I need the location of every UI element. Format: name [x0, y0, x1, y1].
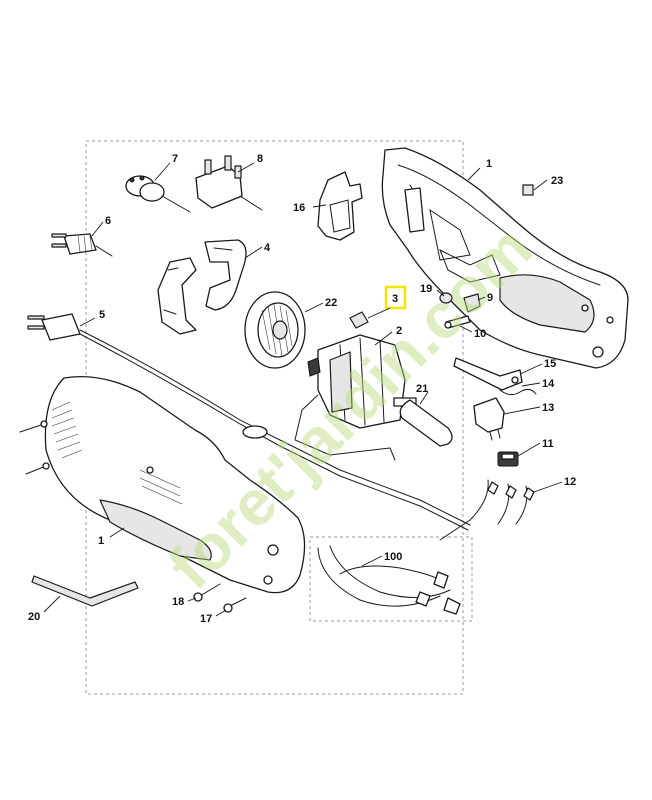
callout-21[interactable]: 21 — [416, 383, 428, 395]
round-plug-7[interactable] — [125, 175, 191, 213]
callout-17[interactable]: 17 — [200, 613, 212, 625]
leader-7 — [154, 162, 171, 181]
leader-23 — [533, 179, 548, 191]
screw-10[interactable] — [444, 315, 471, 329]
leader-1-bottom — [109, 527, 125, 538]
housing-half-right[interactable] — [381, 147, 629, 369]
screw-left-1[interactable] — [19, 420, 48, 433]
callout-100[interactable]: 100 — [384, 551, 402, 563]
screw-17[interactable] — [223, 597, 247, 613]
uk-plug-8[interactable] — [195, 155, 263, 211]
callout-1-top[interactable]: 1 — [486, 158, 492, 170]
callout-15[interactable]: 15 — [544, 358, 556, 370]
leader-15 — [519, 363, 543, 375]
lever-15[interactable] — [453, 357, 523, 391]
callout-7[interactable]: 7 — [172, 153, 178, 165]
leader-12 — [533, 481, 563, 493]
switch-block-11[interactable] — [497, 451, 519, 467]
part-3-highlight — [384, 285, 407, 310]
callout-11[interactable]: 11 — [542, 438, 554, 450]
motor-2[interactable] — [294, 334, 417, 461]
leader-5 — [79, 317, 96, 327]
callout-2[interactable]: 2 — [396, 325, 402, 337]
callout-19[interactable]: 19 — [420, 283, 432, 295]
leader-100 — [361, 555, 383, 567]
power-cord-5[interactable] — [27, 313, 471, 531]
part-23-square[interactable] — [522, 184, 534, 196]
spring-14[interactable] — [499, 376, 537, 396]
leader-10 — [459, 325, 473, 333]
leader-4 — [244, 246, 263, 259]
leader-18 — [187, 597, 197, 602]
callout-6[interactable]: 6 — [105, 215, 111, 227]
shaft-sleeve-21[interactable] — [399, 399, 453, 447]
callout-1-bottom[interactable]: 1 — [98, 535, 104, 547]
callout-10[interactable]: 10 — [474, 328, 486, 340]
callout-12[interactable]: 12 — [564, 476, 576, 488]
leader-19 — [436, 289, 445, 297]
leader-20 — [43, 595, 61, 613]
fan-wheel-22[interactable] — [244, 291, 306, 369]
leader-17 — [215, 609, 227, 617]
callout-18[interactable]: 18 — [172, 596, 184, 608]
leader-8 — [237, 162, 255, 173]
leader-16 — [312, 204, 327, 208]
callout-3[interactable]: 3 — [392, 293, 398, 305]
leader-2 — [374, 331, 393, 346]
callout-23[interactable]: 23 — [551, 175, 563, 187]
callout-8[interactable]: 8 — [257, 153, 263, 165]
wires-12[interactable] — [439, 479, 535, 541]
switch-13[interactable] — [473, 397, 505, 441]
wiring-harness-frame — [309, 536, 473, 622]
leader-3 — [367, 307, 391, 319]
leader-11 — [517, 442, 541, 457]
leader-14 — [521, 382, 541, 387]
wiring-harness-100[interactable] — [317, 545, 461, 615]
euro-plug-6[interactable] — [51, 233, 113, 257]
switch-bracket-16[interactable] — [317, 171, 363, 241]
leader-22 — [304, 302, 324, 313]
callout-14[interactable]: 14 — [542, 378, 555, 390]
fan-housing-left[interactable] — [157, 257, 197, 335]
leader-13 — [503, 406, 541, 415]
motor-cover-4[interactable] — [204, 239, 247, 311]
leader-1-top — [467, 167, 481, 181]
leader-6 — [91, 221, 104, 237]
callout-22[interactable]: 22 — [325, 297, 337, 309]
housing-half-left[interactable] — [44, 375, 306, 594]
callout-4[interactable]: 4 — [264, 242, 271, 254]
callout-9[interactable]: 9 — [487, 292, 493, 304]
assembly-frame — [85, 140, 464, 695]
clip-9[interactable] — [463, 293, 481, 313]
callout-13[interactable]: 13 — [542, 402, 554, 414]
callout-20[interactable]: 20 — [28, 611, 40, 623]
hex-key-20[interactable] — [31, 575, 139, 607]
screw-left-2[interactable] — [25, 462, 50, 475]
callout-16[interactable]: 16 — [293, 202, 305, 214]
carbon-brush-3[interactable] — [349, 311, 369, 329]
leader-9 — [477, 296, 486, 301]
leader-21 — [419, 391, 429, 405]
screw-18[interactable] — [193, 583, 221, 602]
callout-5[interactable]: 5 — [99, 309, 105, 321]
